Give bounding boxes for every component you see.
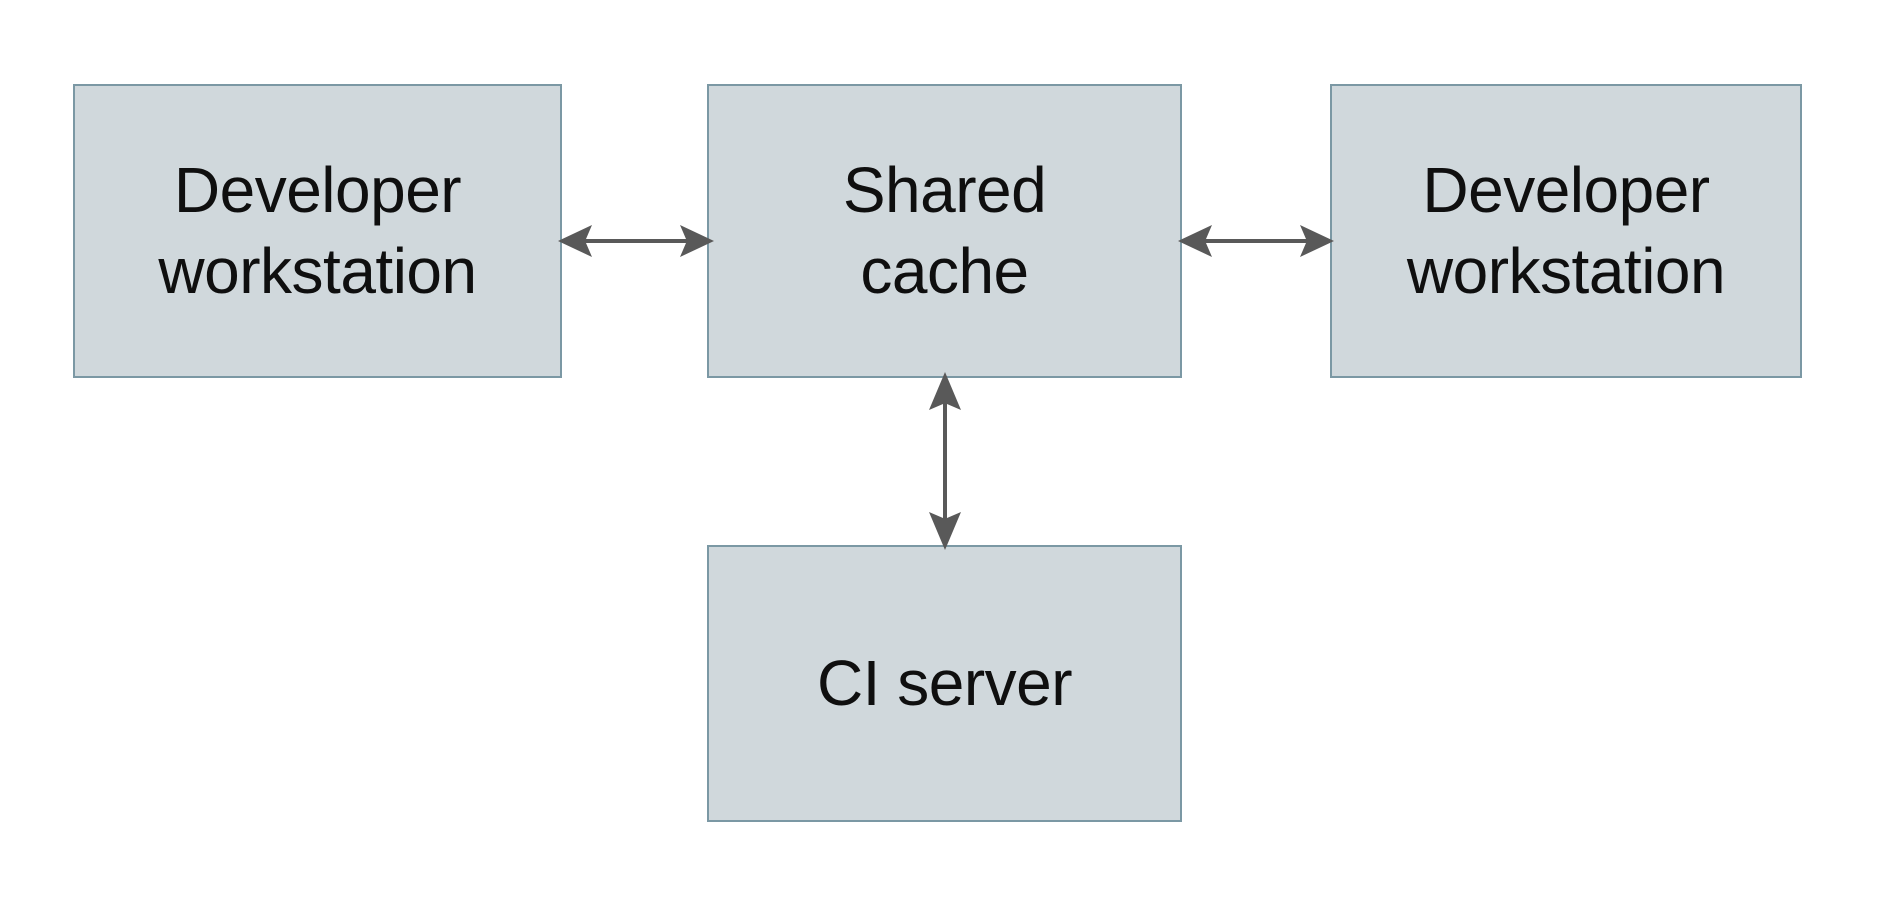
bidirectional-arrow-icon xyxy=(558,225,714,257)
node-developer-workstation-left[interactable]: Developer workstation xyxy=(73,84,562,378)
connector-shared-cache-to-ci-server[interactable] xyxy=(916,372,974,550)
node-shared-cache[interactable]: Shared cache xyxy=(707,84,1182,378)
node-ci-server[interactable]: CI server xyxy=(707,545,1182,822)
bidirectional-arrow-icon xyxy=(929,372,961,550)
connector-developer-left-to-shared-cache[interactable] xyxy=(558,212,714,270)
node-label: CI server xyxy=(816,646,1073,719)
bidirectional-arrow-icon xyxy=(1178,225,1334,257)
node-label: Developer workstation xyxy=(1406,153,1726,307)
node-developer-workstation-right[interactable]: Developer workstation xyxy=(1330,84,1802,378)
node-label: Shared cache xyxy=(842,153,1047,307)
node-label: Developer workstation xyxy=(158,153,477,307)
connector-shared-cache-to-developer-right[interactable] xyxy=(1178,212,1334,270)
